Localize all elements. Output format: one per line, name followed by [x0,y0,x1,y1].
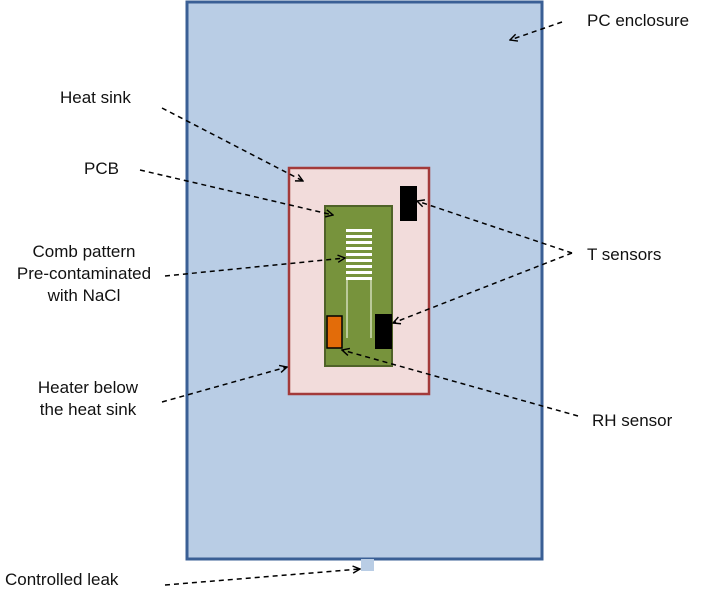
controlled-leak-port [361,559,374,571]
arrow-rh-sensor [342,350,579,417]
t-sensor-bottom [375,314,392,349]
arrow-pcb [139,169,333,215]
label-t-sensors: T sensors [587,245,662,264]
label-heater-line2: the heat sink [39,400,137,419]
arrow-pc-enclosure [510,21,563,40]
rh-sensor [326,315,343,349]
label-comb-line1: Comb pattern [32,242,136,261]
leader-arrows [139,21,579,586]
label-rh-sensor: RH sensor [592,411,673,430]
arrow-t-sensor-top [417,201,573,254]
label-comb-pattern: Comb pattern Pre-contaminated with NaCl [0,241,168,307]
arrow-comb-pattern [164,258,345,277]
label-pc-enclosure: PC enclosure [587,11,690,30]
arrow-heater [161,367,287,403]
label-heat-sink: Heat sink [60,88,131,107]
label-pcb: PCB [84,159,119,178]
t-sensor-top [400,186,417,221]
label-comb-line3: with NaCl [47,286,121,305]
comb-pattern [346,229,372,338]
label-heater: Heater below the heat sink [18,377,158,421]
arrow-controlled-leak [164,569,360,586]
label-comb-line2: Pre-contaminated [16,264,152,283]
label-heater-line1: Heater below [37,378,139,397]
label-controlled-leak: Controlled leak [5,570,119,589]
